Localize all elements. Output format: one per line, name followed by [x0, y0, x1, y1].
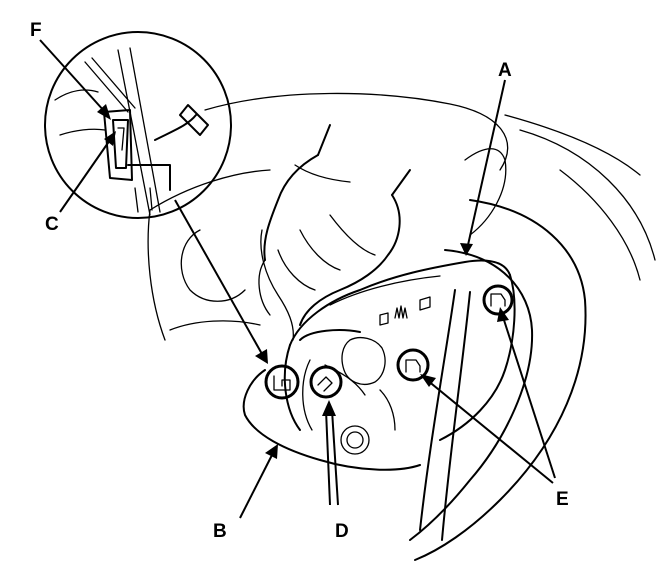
- callout-d: D: [335, 521, 349, 542]
- clip-b: [264, 364, 300, 400]
- clip-e-middle: [396, 348, 430, 382]
- dashboard-outline: [147, 92, 641, 341]
- callout-f: F: [30, 20, 42, 41]
- callout-e: E: [556, 489, 569, 510]
- callout-c: C: [45, 214, 59, 235]
- steering-wheel-hub: [242, 329, 421, 471]
- gloved-hand: [258, 124, 411, 341]
- steering-column: [419, 289, 471, 541]
- callout-b: B: [213, 521, 227, 542]
- leader-lines: [39, 39, 556, 519]
- clip-e-right: [482, 284, 514, 316]
- detail-inset: [44, 31, 232, 219]
- callout-a: A: [498, 60, 512, 81]
- clip-d: [309, 365, 343, 399]
- callout-labels: A B C D E F: [30, 20, 569, 542]
- airbag-module: [283, 259, 516, 441]
